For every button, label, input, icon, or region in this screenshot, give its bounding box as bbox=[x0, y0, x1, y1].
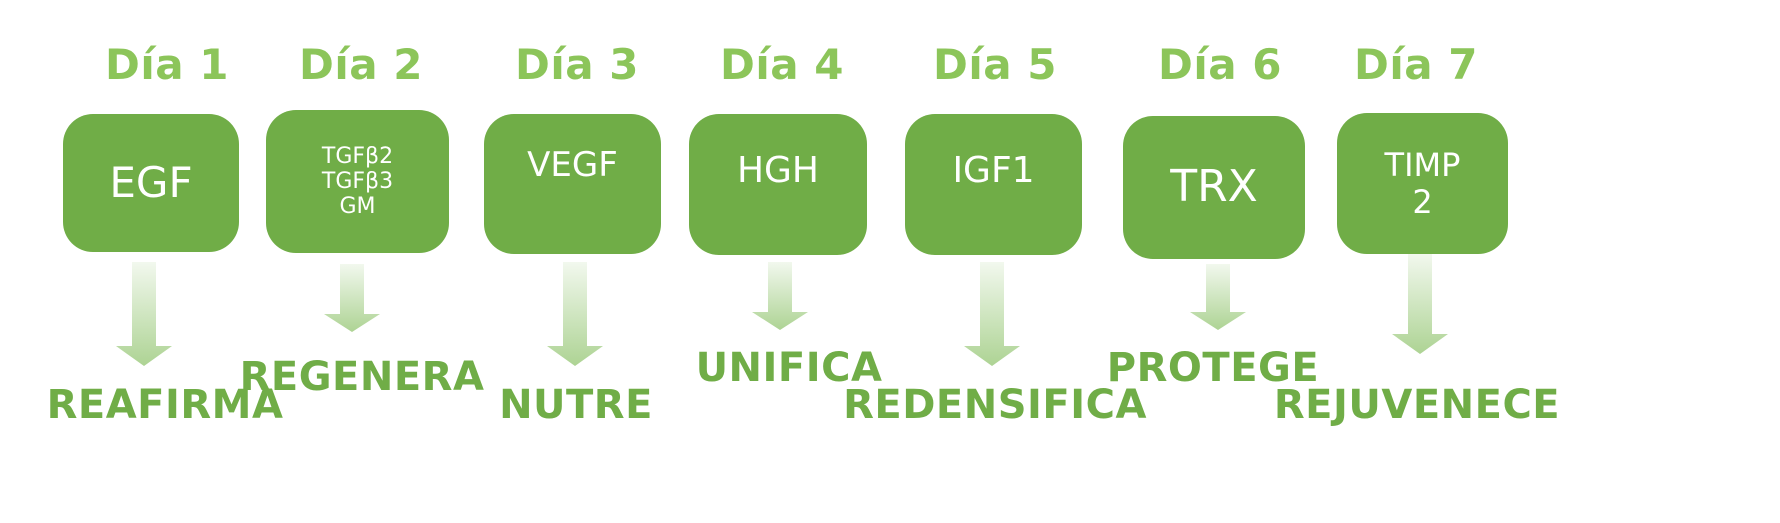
outcome-label-3: NUTRE bbox=[499, 382, 653, 428]
factor-box-1: EGF bbox=[63, 114, 239, 252]
down-arrow-7 bbox=[1390, 254, 1450, 354]
outcome-label-4: UNIFICA bbox=[695, 345, 883, 391]
factor-label: IGF1 bbox=[952, 150, 1035, 191]
factor-box-6: TRX bbox=[1123, 116, 1305, 259]
day-label-3: Día 3 bbox=[515, 40, 639, 89]
factor-box-3: VEGF bbox=[484, 114, 661, 254]
factor-label: 2 bbox=[1412, 182, 1433, 221]
day-label-1: Día 1 bbox=[105, 40, 229, 89]
factor-box-5: IGF1 bbox=[905, 114, 1082, 255]
outcome-label-2: REGENERA bbox=[239, 354, 485, 400]
outcome-label-7: REJUVENECE bbox=[1273, 382, 1561, 428]
outcome-label-6: PROTEGE bbox=[1106, 345, 1320, 391]
factor-box-7: TIMP 2 bbox=[1337, 113, 1508, 254]
day-label-5: Día 5 bbox=[933, 40, 1057, 89]
factor-label: HGH bbox=[736, 150, 820, 191]
outcome-label-5: REDENSIFICA bbox=[843, 382, 1147, 428]
down-arrow-1 bbox=[114, 262, 174, 366]
down-arrow-6 bbox=[1188, 264, 1248, 330]
factor-label: EGF bbox=[109, 157, 193, 207]
outcome-label-1: REAFIRMA bbox=[46, 382, 284, 428]
factor-box-2: TGFβ2 TGFβ3 GM bbox=[266, 110, 449, 253]
factor-label: GM bbox=[339, 194, 376, 220]
factor-label: TGFβ2 bbox=[321, 143, 394, 169]
down-arrow-5 bbox=[962, 262, 1022, 366]
factor-box-4: HGH bbox=[689, 114, 867, 255]
factor-label: TRX bbox=[1170, 161, 1258, 213]
factor-label: VEGF bbox=[527, 145, 618, 185]
factor-label: TIMP bbox=[1384, 145, 1461, 184]
down-arrow-4 bbox=[750, 262, 810, 330]
down-arrow-2 bbox=[322, 264, 382, 332]
day-label-7: Día 7 bbox=[1354, 40, 1478, 89]
down-arrow-3 bbox=[545, 262, 605, 366]
day-label-6: Día 6 bbox=[1158, 40, 1282, 89]
day-label-2: Día 2 bbox=[299, 40, 423, 89]
day-label-4: Día 4 bbox=[720, 40, 844, 89]
factor-label: TGFβ3 bbox=[321, 168, 394, 194]
